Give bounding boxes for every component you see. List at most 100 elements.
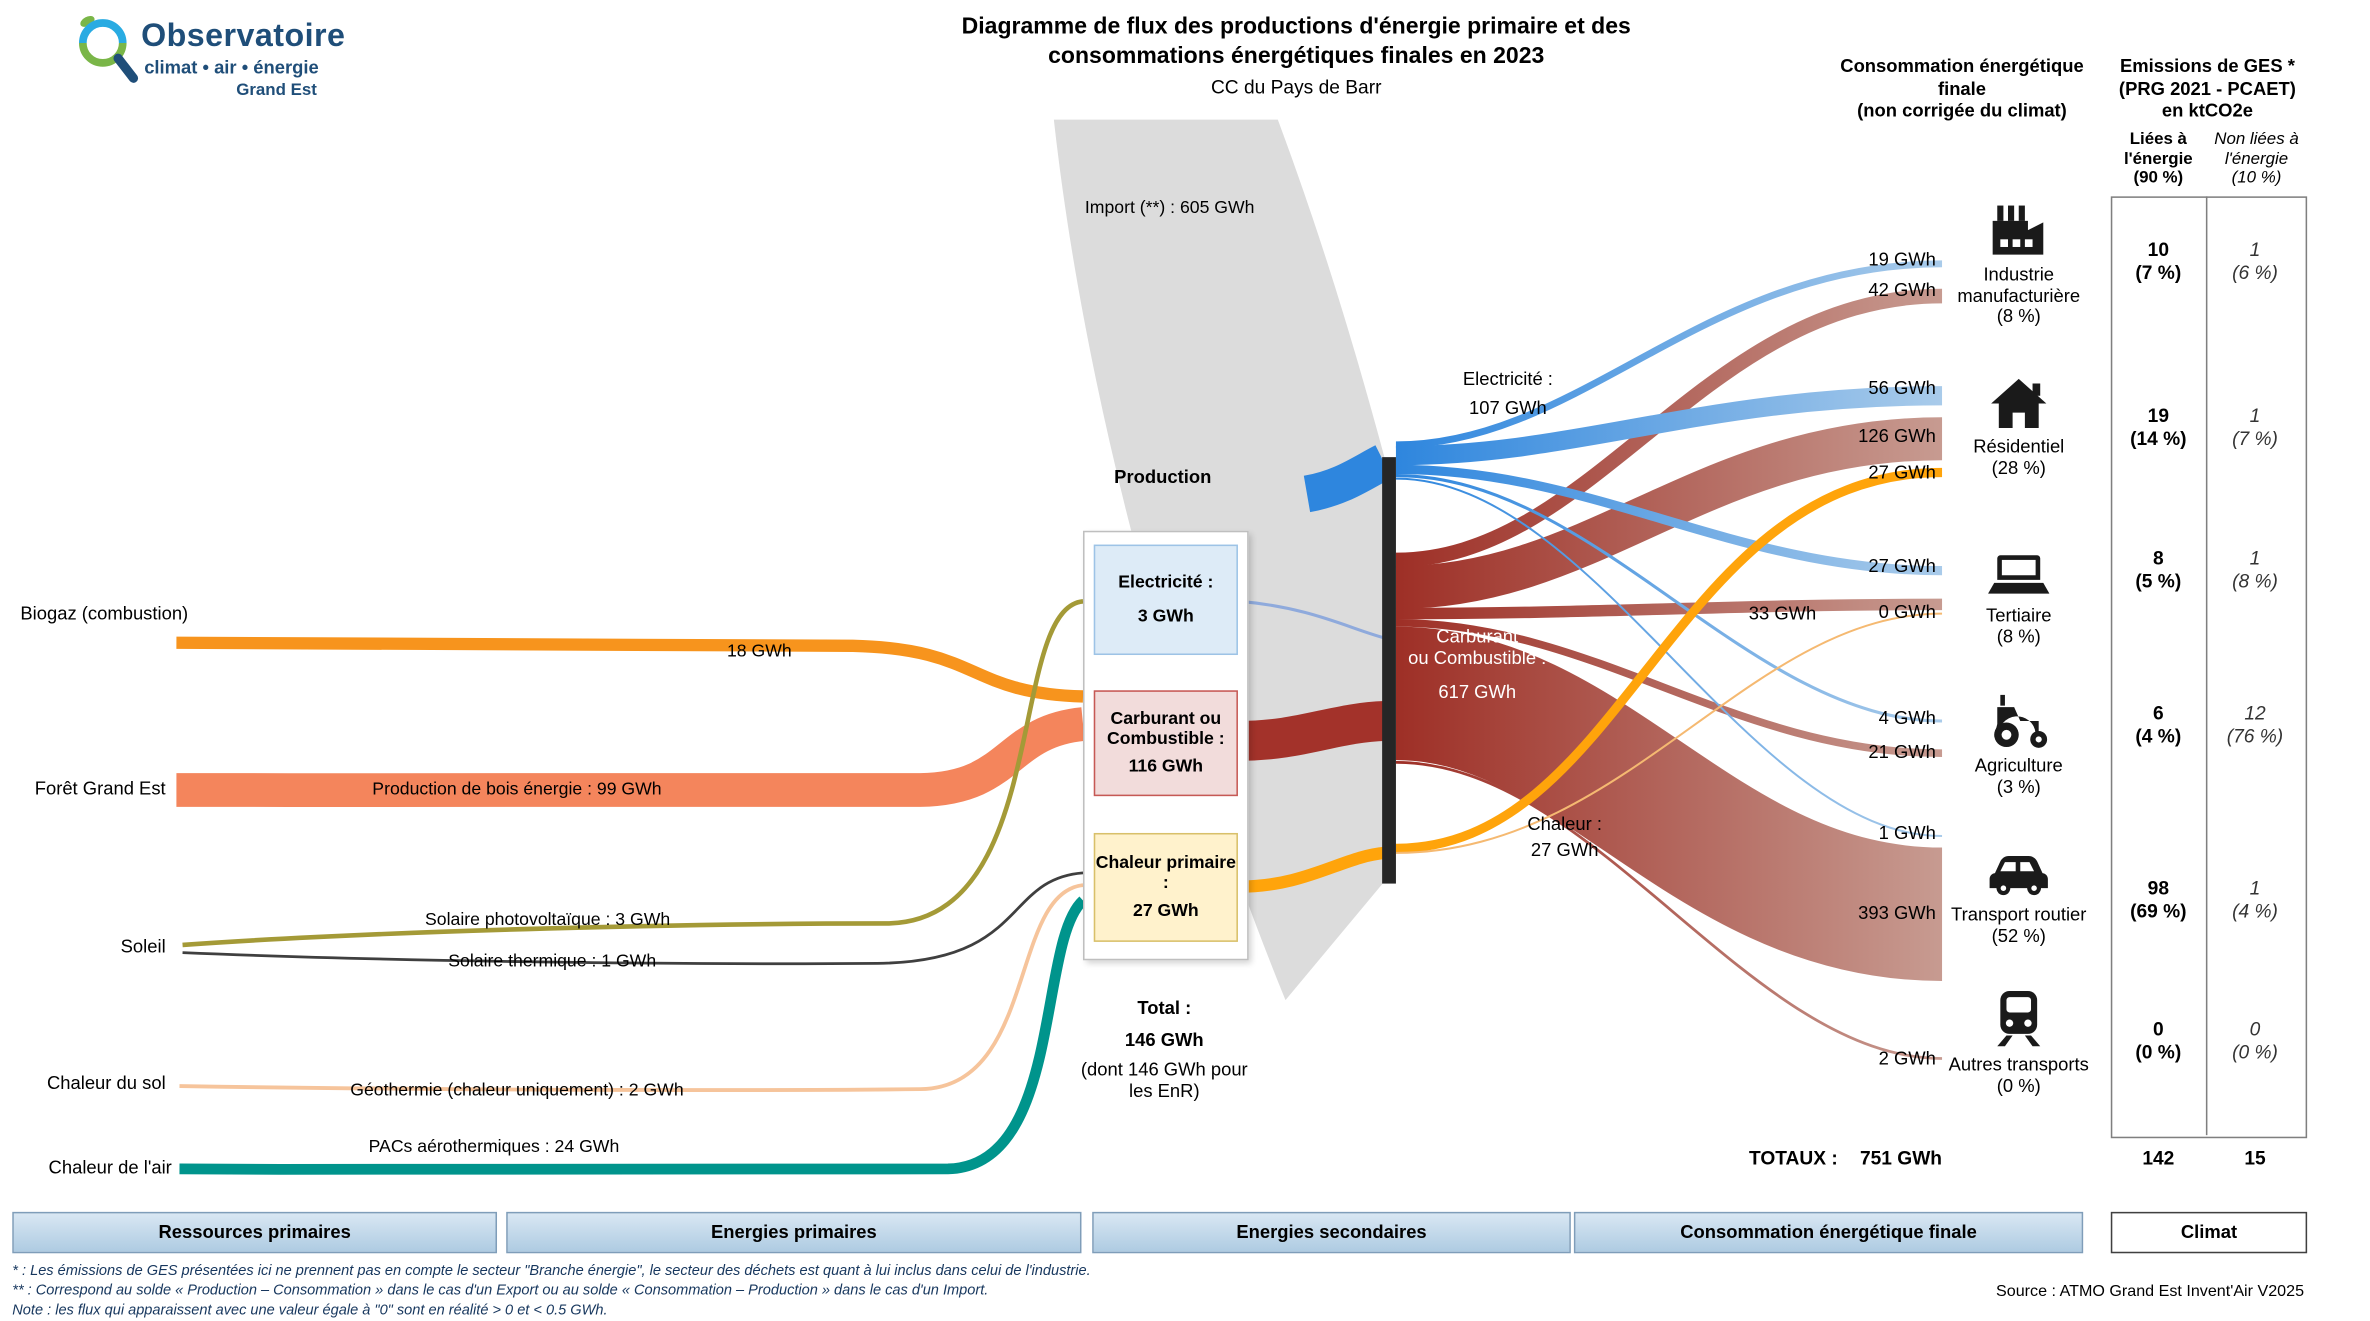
- ges-nonenergy-tertiaire: 1(8 %): [2232, 547, 2278, 593]
- train-icon: [1942, 986, 2095, 1047]
- value-industrie-fuel: 42 GWh: [1868, 279, 1936, 301]
- totaux-label: TOTAUX :: [1748, 1147, 1838, 1169]
- value-transport-fuel: 393 GWh: [1858, 901, 1936, 924]
- source-label-foret: Forêt Grand Est: [34, 777, 166, 800]
- production-carburant-value: 116 GWh: [1128, 757, 1204, 776]
- flow-label-import: Import (**) : 605 GWh: [1084, 199, 1255, 218]
- production-carburant-label: Carburant ou Combustible :: [1107, 709, 1225, 748]
- production-total-value: 146 GWh: [1124, 1028, 1204, 1051]
- sector-share: (8 %): [1996, 625, 2041, 647]
- flow-elec-agriculture: [1395, 474, 1943, 723]
- source-label-biogaz: Biogaz (combustion): [20, 602, 189, 625]
- title-block: Diagramme de flux des productions d'éner…: [913, 12, 1680, 98]
- production-header: Production: [1114, 466, 1212, 488]
- production-total-block: Total : 146 GWh (dont 146 GWh pour les E…: [1069, 997, 1259, 1101]
- flow-elec-industrie: [1395, 260, 1943, 449]
- flow-fuel-autres-transports: [1395, 761, 1943, 1060]
- sector-name: Agriculture: [1974, 754, 2063, 777]
- ges-energy-transport: 98(69 %): [2130, 877, 2187, 922]
- legend-energies-secondaires: Energies secondaires: [1092, 1211, 1571, 1254]
- logo-name: Observatoire: [141, 18, 346, 54]
- flow-prod-carburant: [1239, 701, 1387, 761]
- flow-fuel-tertiaire: [1395, 598, 1943, 620]
- footnote-3: Note : les flux qui apparaissent avec un…: [12, 1302, 608, 1320]
- page-title-line1: Diagramme de flux des productions d'éner…: [961, 13, 1631, 40]
- junction-bar: [1382, 457, 1396, 884]
- source-label-chaleur-air: Chaleur de l'air: [48, 1156, 172, 1179]
- factory-icon: [1942, 196, 2095, 257]
- logo-tagline: climat • air • énergie: [144, 56, 319, 79]
- flow-label-solaire-pv: Solaire photovoltaïque : 3 GWh: [425, 911, 671, 930]
- sector-name: Tertiaire: [1986, 604, 2052, 626]
- sector-name: Résidentiel: [1973, 435, 2065, 458]
- flow-label-biogaz: 18 GWh: [726, 642, 792, 662]
- production-total-note: (dont 146 GWh pour les EnR): [1080, 1058, 1248, 1102]
- sector-transport-routier: Transport routier (52 %): [1942, 836, 2095, 946]
- ges-energy-autres: 0(0 %): [2135, 1018, 2182, 1064]
- flow-elec-residentiel: [1395, 386, 1943, 466]
- ges-energy-agriculture: 6(4 %): [2135, 702, 2182, 748]
- value-autres-fuel: 2 GWh: [1878, 1047, 1936, 1070]
- totaux-consumption: 751 GWh: [1859, 1147, 1943, 1169]
- secondary-carburant-label: Carburant ou Combustible : 617 GWh: [1408, 625, 1547, 703]
- sector-agriculture: Agriculture (3 %): [1942, 687, 2095, 797]
- value-industrie-elec: 19 GWh: [1868, 248, 1936, 270]
- ges-nonenergy-autres: 0(0 %): [2232, 1018, 2278, 1064]
- sector-name: Autres transports: [1948, 1053, 2089, 1076]
- flow-fuel-agriculture: [1395, 618, 1943, 758]
- legend-ressources-primaires: Ressources primaires: [12, 1211, 498, 1254]
- source-label-soleil: Soleil: [120, 935, 166, 958]
- tractor-icon: [1942, 687, 2095, 748]
- flow-solaire-thermique: [182, 871, 1084, 966]
- flow-elec-into-bar: [1303, 445, 1393, 513]
- sector-share: (3 %): [1996, 775, 2041, 797]
- flow-label-bois: Production de bois énergie : 99 GWh: [372, 780, 662, 800]
- sector-industrie: Industrie manufacturière (8 %): [1942, 196, 2095, 327]
- production-chaleur-value: 27 GWh: [1133, 901, 1199, 920]
- footnote-1: * : Les émissions de GES présentées ici …: [12, 1262, 1091, 1280]
- footnote-2: ** : Correspond au solde « Production – …: [12, 1282, 989, 1300]
- page-subtitle: CC du Pays de Barr: [1210, 76, 1382, 99]
- production-electricite-label: Electricité :: [1118, 572, 1214, 592]
- source-credit: Source : ATMO Grand Est Invent'Air V2025: [1995, 1282, 2305, 1301]
- ges-header: Emissions de GES * (PRG 2021 - PCAET) en…: [2118, 55, 2296, 122]
- sector-tertiaire: Tertiaire (8 %): [1942, 537, 2095, 647]
- consumption-header: Consommation énergétique finale (non cor…: [1840, 55, 2084, 122]
- ges-nonenergy-transport: 1(4 %): [2232, 877, 2278, 922]
- flow-prod-electricite: [1239, 599, 1386, 640]
- legend-energies-primaires: Energies primaires: [506, 1211, 1082, 1254]
- flow-geothermie: [179, 883, 1084, 1092]
- ges-energy-residentiel: 19(14 %): [2130, 404, 2187, 450]
- page-title-line2: consommations énergétiques finales en 20…: [1048, 42, 1545, 70]
- house-icon: [1942, 368, 2095, 429]
- flow-prod-chaleur: [1239, 846, 1386, 893]
- production-electricite-value: 3 GWh: [1137, 606, 1194, 626]
- sector-share: (8 %): [1996, 305, 2041, 327]
- sector-name: Transport routier: [1951, 903, 2087, 926]
- production-total-label: Total :: [1137, 997, 1192, 1019]
- sector-share: (52 %): [1991, 924, 2046, 946]
- sector-share: (0 %): [1996, 1074, 2041, 1097]
- production-chaleur-box: Chaleur primaire : 27 GWh: [1093, 832, 1238, 942]
- logo-region: Grand Est: [236, 81, 317, 100]
- flow-label-geothermie: Géothermie (chaleur uniquement) : 2 GWh: [350, 1081, 684, 1100]
- car-icon: [1942, 836, 2095, 897]
- ges-nonenergy-industrie: 1(6 %): [2232, 239, 2278, 284]
- production-electricite-box: Electricité : 3 GWh: [1093, 544, 1238, 656]
- value-tertiaire-heat: 0 GWh: [1878, 601, 1936, 623]
- value-agriculture-elec: 4 GWh: [1878, 707, 1936, 729]
- flow-label-solaire-thermique: Solaire thermique : 1 GWh: [448, 952, 657, 972]
- source-label-chaleur-sol: Chaleur du sol: [46, 1072, 166, 1094]
- secondary-chaleur-label: Chaleur : 27 GWh: [1527, 813, 1603, 861]
- flow-heat-residentiel: [1395, 467, 1943, 853]
- logo: Observatoire climat • air • énergie Gran…: [71, 6, 408, 113]
- sector-share: (28 %): [1991, 456, 2046, 478]
- totaux-ges-energy: 142: [2142, 1147, 2175, 1169]
- flow-bois: [176, 707, 1086, 808]
- value-agriculture-fuel: 21 GWh: [1868, 740, 1936, 763]
- flow-pacs: [179, 896, 1087, 1176]
- value-tertiaire-fuel: 33 GWh: [1748, 602, 1817, 625]
- ges-nonenergy-residentiel: 1(7 %): [2232, 404, 2278, 450]
